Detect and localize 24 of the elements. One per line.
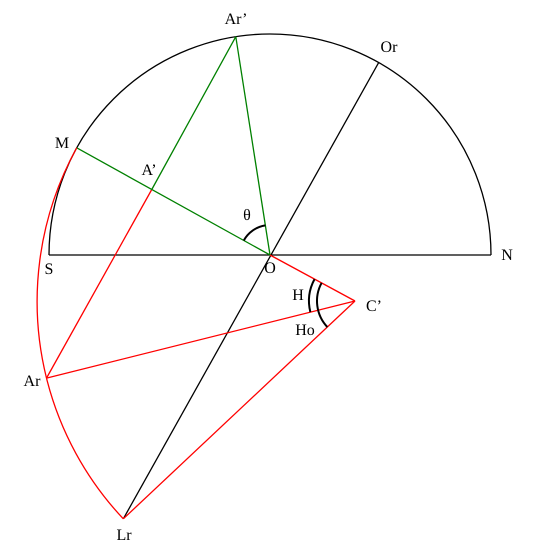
point-label: O [264,261,276,277]
point-label: Lr [116,528,132,544]
line-segment [49,254,491,256]
line-segment [46,378,124,520]
point-label: S [44,262,54,278]
point-label: M [54,136,70,152]
point-label: A’ [141,163,157,179]
line-segment [46,300,356,379]
line-segment [46,190,152,378]
angle-label: Ho [295,323,315,339]
line-segment [76,147,270,256]
line-segment [36,148,78,378]
point-label: C’ [366,299,382,315]
point-label: Ar [24,374,40,390]
point-label: N [501,248,513,264]
angle-label: θ [243,208,251,224]
line-segment [150,36,236,190]
line-segment [235,36,271,256]
line-segment [122,62,380,520]
line-segment [122,300,356,520]
point-label: Ar’ [224,12,248,28]
angle-label: H [292,288,304,304]
line-segment [270,254,356,302]
point-label: Or [380,40,398,56]
